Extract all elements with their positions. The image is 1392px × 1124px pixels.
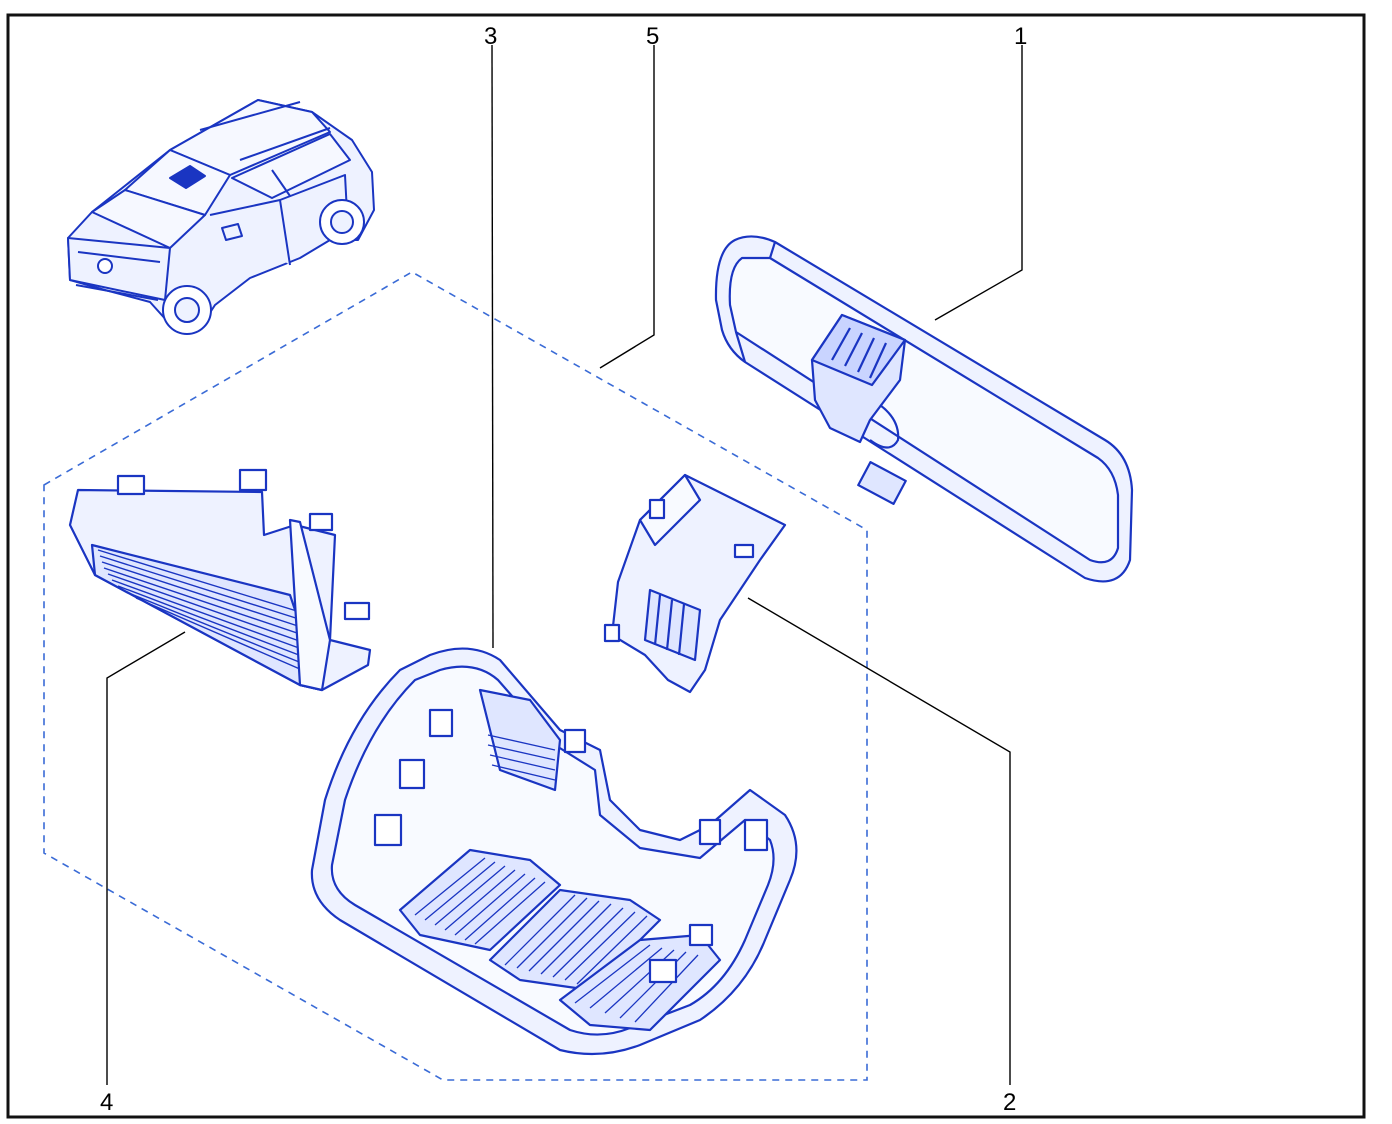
leader-line-5 <box>599 45 655 369</box>
leader-lines <box>106 44 1023 1085</box>
leader-line-3 <box>491 44 494 649</box>
callout-3: 3 <box>484 23 497 50</box>
callout-2: 2 <box>1003 1089 1016 1116</box>
leader-line-4 <box>106 631 186 1085</box>
callout-4: 4 <box>100 1089 113 1116</box>
callout-5: 5 <box>646 23 659 50</box>
callout-1: 1 <box>1014 23 1027 50</box>
frame-border <box>6 13 1366 1119</box>
part-rear-view-mirror <box>714 235 1134 583</box>
part-main-housing <box>310 647 798 1056</box>
leader-line-2 <box>747 597 1011 1085</box>
part-grille-trim <box>68 468 372 692</box>
part-cover-insert <box>603 473 787 694</box>
vehicle-illustration <box>67 99 375 335</box>
leader-line-1 <box>934 45 1023 321</box>
kit-boundary-dashed <box>43 271 868 1081</box>
